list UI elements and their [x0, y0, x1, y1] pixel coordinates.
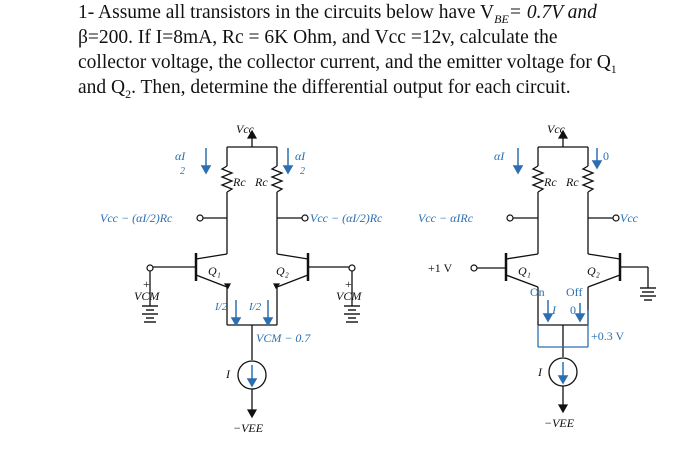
c2-alpha-i: αI	[494, 149, 505, 163]
problem-line-1: 1- Assume all transistors in the circuit…	[78, 2, 597, 30]
c1-vcm-right-source	[344, 305, 360, 323]
c2-left-arrow-head	[512, 165, 524, 175]
problem-line-2: β=200. If I=8mA, Rc = 6K Ohm, and Vcc =1…	[78, 27, 558, 48]
c1-left-arrow-head	[200, 165, 212, 175]
c1-two-left: 2	[180, 166, 185, 177]
c1-q1-label: Q₁	[208, 264, 221, 278]
c1-vcc-arrow	[246, 129, 258, 139]
c2-off-label: Off	[566, 285, 582, 299]
c1-emitter-label: VCM − 0.7	[256, 331, 311, 345]
c1-alpha-i-left: αI	[175, 149, 186, 163]
c2-vcc-label: Vcc	[547, 122, 566, 136]
c2-emit-left-arrow-head	[542, 313, 554, 323]
c1-left-node-label: Vcc − (αI/2)Rc	[100, 211, 173, 225]
c2-vee-arrow	[557, 404, 569, 414]
problem-line-3: collector voltage, the collector current…	[78, 52, 617, 80]
c1-q1-emitter-arrow	[223, 283, 231, 290]
vbe-subscript: BE	[494, 11, 509, 26]
c1-emitter-right-arrow-head	[262, 317, 274, 327]
c2-emit-i-label: I	[551, 303, 557, 317]
c1-q2-label: Q₂	[276, 264, 289, 278]
c2-ground-icon	[640, 287, 656, 301]
c2-input-label: +1 V	[428, 261, 453, 275]
c2-left-output-terminal	[506, 214, 514, 222]
c2-q2-collector	[587, 253, 621, 260]
c2-vee-label: −VEE	[544, 416, 575, 430]
c2-on-label: On	[530, 285, 545, 299]
problem-line-4-end: . Then, determine the differential outpu…	[131, 77, 571, 98]
c1-vcm-left-source	[142, 305, 158, 323]
c2-right-arrow-head	[591, 160, 603, 170]
c1-left-output-terminal	[196, 214, 204, 222]
c2-rc-right-resistor	[581, 165, 595, 193]
c2-left-node-label: Vcc − αIRc	[418, 211, 474, 225]
c2-rc-left-resistor	[531, 165, 545, 193]
c1-q2-collector	[276, 253, 309, 260]
c1-rc-left-resistor	[220, 165, 234, 193]
c1-rc-right-label: Rc	[254, 175, 268, 189]
c2-q2-emitter	[587, 274, 621, 288]
c1-current-source-label: I	[225, 367, 231, 381]
c1-rc-right-resistor	[270, 165, 284, 193]
c2-emitter-label: +0.3 V	[591, 329, 625, 343]
problem-line-4-text: and Q	[78, 77, 126, 98]
c1-vcm-left: VCM	[134, 289, 160, 303]
c1-q2-emitter	[276, 274, 309, 288]
problem-line-3-text: collector voltage, the collector current…	[78, 52, 611, 73]
problem-line-4: and Q2. Then, determine the differential…	[78, 77, 571, 105]
c1-plus-right: +	[345, 277, 352, 291]
c1-i-half-left: I/2	[214, 301, 228, 313]
c1-vcc-label: Vcc	[236, 122, 255, 136]
c2-q1-emitter	[505, 274, 539, 288]
c2-right-output-terminal	[612, 214, 620, 222]
c2-emit-right-arrow-head	[574, 313, 586, 323]
c2-rc-left-label: Rc	[543, 175, 557, 189]
c1-alpha-i-right: αI	[295, 149, 306, 163]
c1-right-arrow-head	[282, 165, 294, 175]
c1-right-node-label: Vcc − (αI/2)Rc	[310, 211, 383, 225]
q2-subscript: 2	[125, 86, 132, 101]
c2-right-node-label: Vcc	[620, 211, 639, 225]
c1-vee-label: −VEE	[233, 421, 264, 435]
c1-i-half-right: I/2	[248, 301, 262, 313]
c1-plus-left: +	[143, 277, 150, 291]
problem-line-1-end: = 0.7V and	[508, 2, 597, 23]
c1-q2-emitter-arrow	[273, 283, 281, 290]
c2-q1-collector	[505, 253, 539, 260]
c1-vcm-right: VCM	[336, 289, 362, 303]
problem-line-1-text: 1- Assume all transistors in the circuit…	[78, 2, 495, 23]
q1-subscript: 1	[610, 61, 617, 76]
c1-two-right: 2	[300, 166, 305, 177]
c2-source-arrow-head	[557, 375, 569, 385]
c1-vee-arrow	[246, 409, 258, 419]
c2-current-source-label: I	[537, 365, 543, 379]
c1-left-input-terminal	[146, 264, 154, 272]
c2-q1-label: Q₁	[518, 264, 531, 278]
c1-rc-left-label: Rc	[232, 175, 246, 189]
c2-input-terminal	[470, 264, 478, 272]
c2-rc-right-label: Rc	[565, 175, 579, 189]
c1-right-input-terminal	[348, 264, 356, 272]
c2-vcc-arrow	[557, 129, 569, 139]
c1-q1-collector	[195, 253, 228, 260]
c1-emitter-left-arrow-head	[230, 317, 242, 327]
c2-emit-zero-label: 0	[570, 303, 576, 317]
c1-q1-emitter	[195, 274, 228, 288]
c1-right-output-terminal	[301, 214, 309, 222]
c1-source-arrow-head	[246, 378, 258, 388]
c2-zero-top: 0	[603, 149, 609, 163]
c2-q2-label: Q₂	[587, 264, 600, 278]
